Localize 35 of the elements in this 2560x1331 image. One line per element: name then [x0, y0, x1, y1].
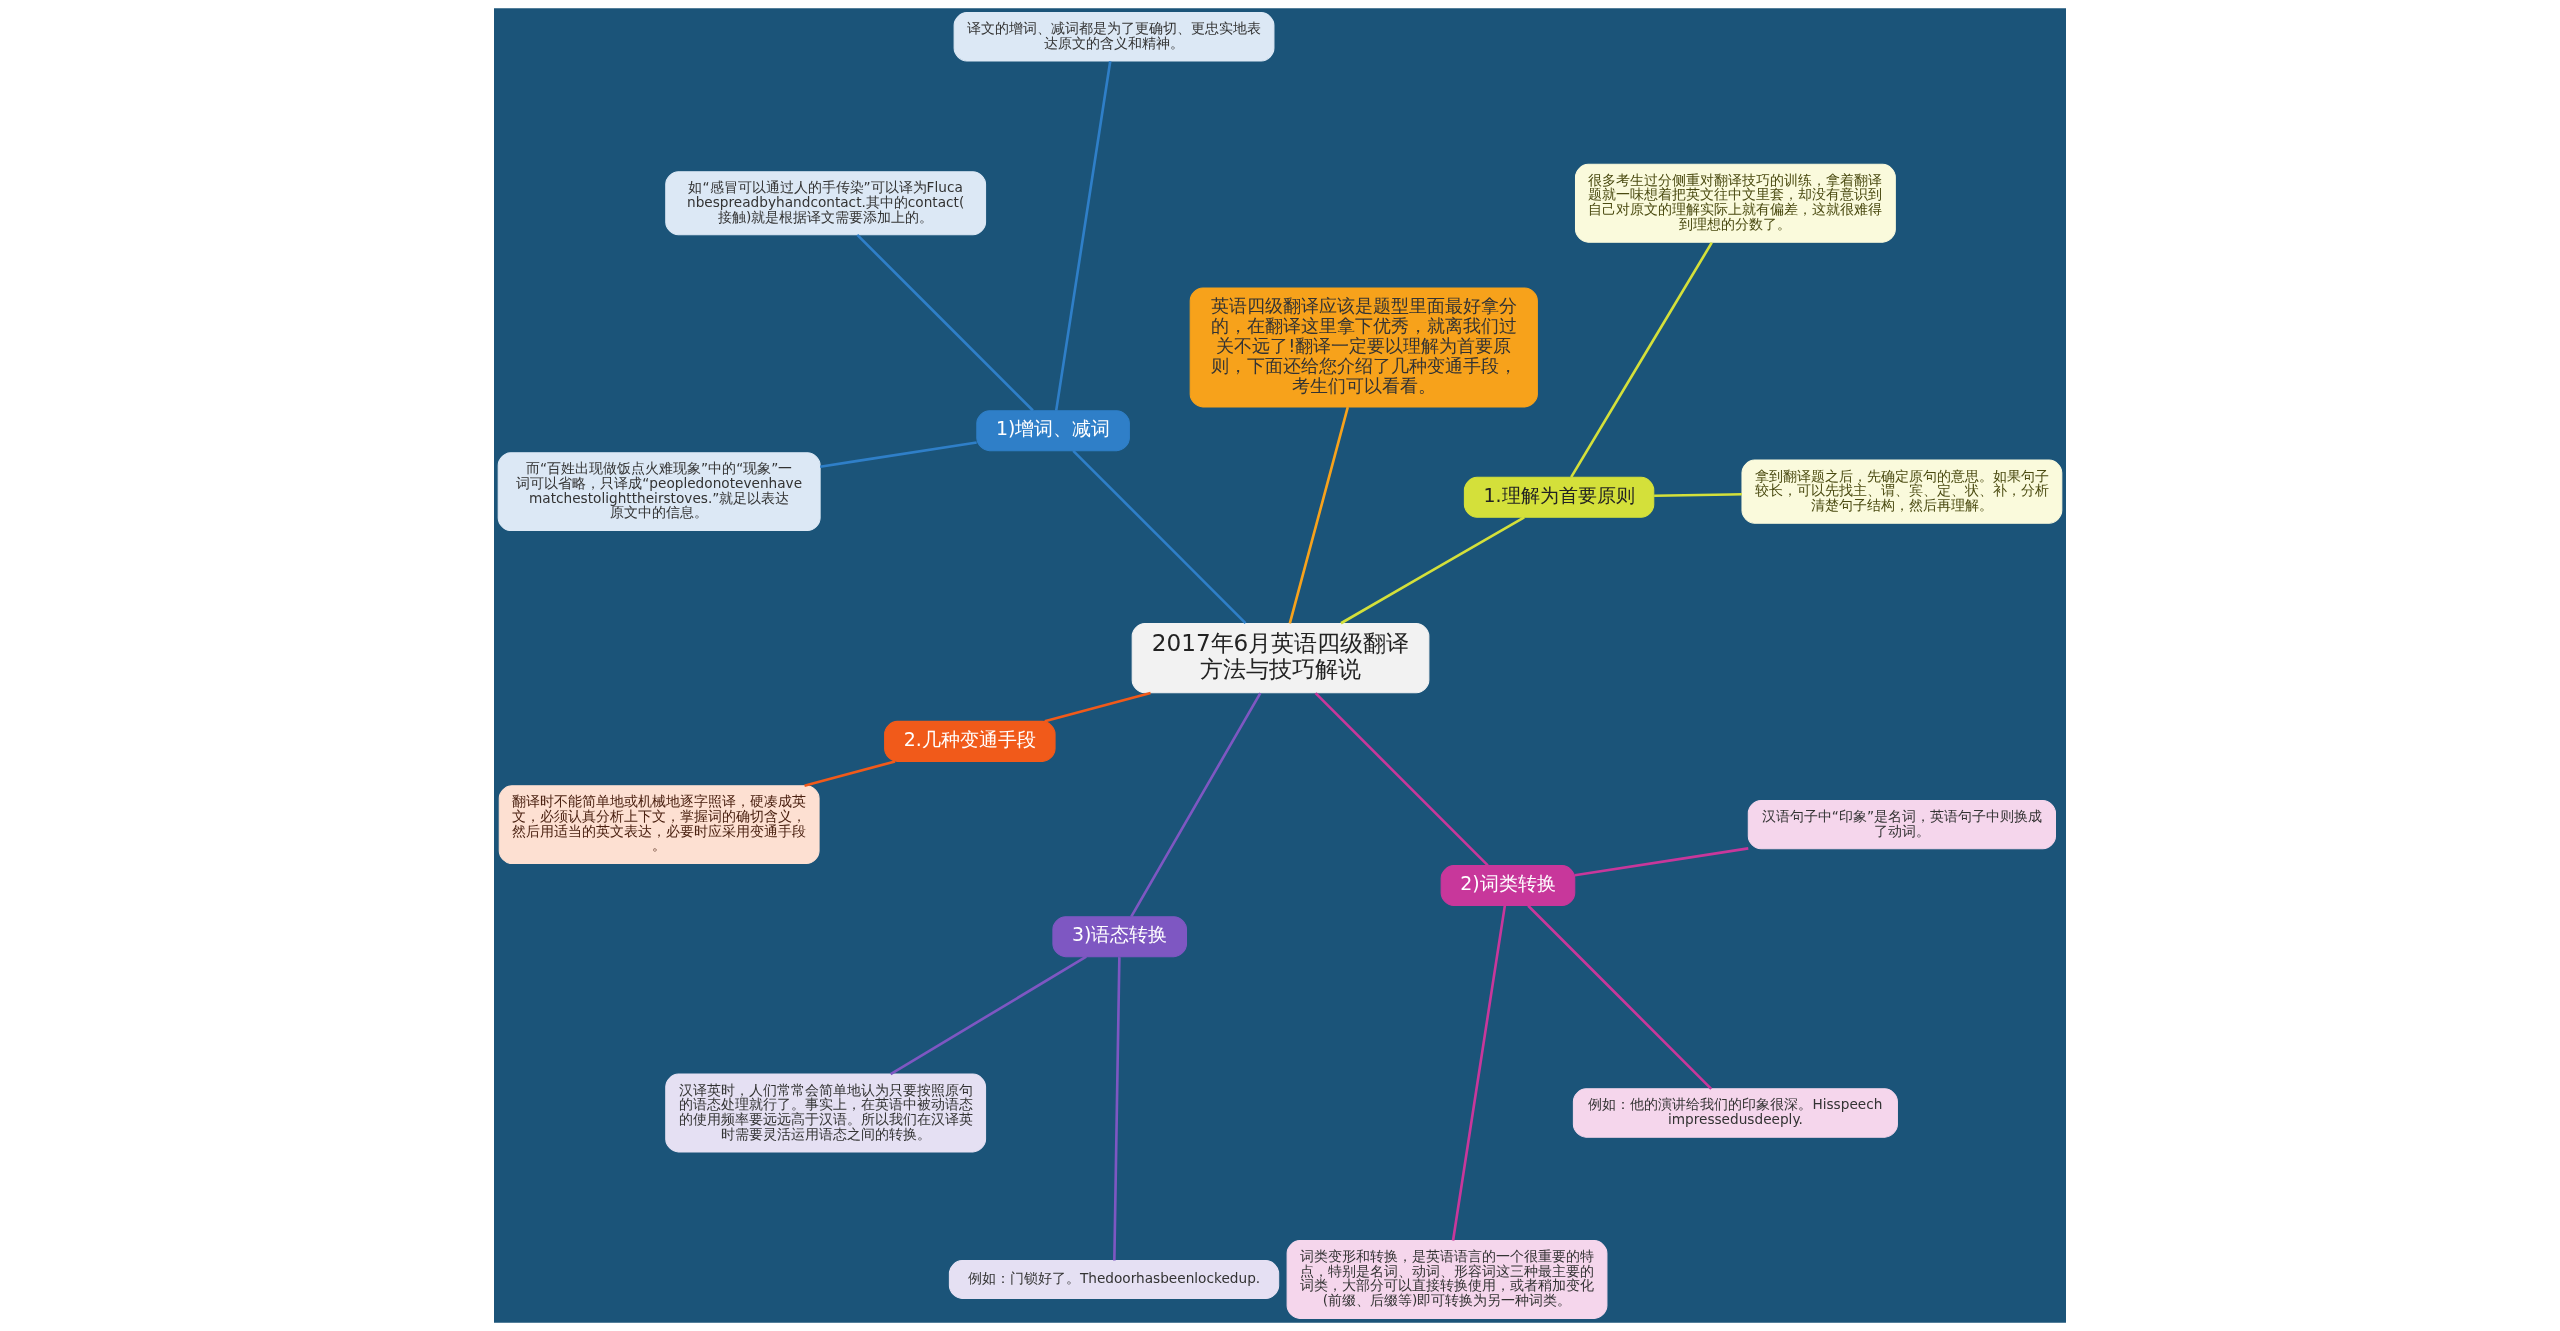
- connector: [1451, 905, 1507, 1241]
- node-box: 2)词类转换: [1440, 865, 1576, 907]
- node-box: 词类变形和转换，是英语语言的一个很重要的特点，特别是名词、动词、形容词这三种最主要的词类，大部分可以直接转换使用，或者稍加变化(前缀、后缀等)即可转换为另一种词类。: [1286, 1240, 1608, 1319]
- node-box: 例如：他的演讲给我们的印象很深。Hisspeechimpressedusdeeply.: [1572, 1088, 1898, 1138]
- node-box: 英语四级翻译应该是题型里面最好拿分的，在翻译这里拿下优秀，就离我们过关不远了!翻译一定要以理解为首要原则，下面还给您介绍了几种变通手段，考生们可以看看。: [1189, 287, 1538, 408]
- node-box: 1.理解为首要原则: [1463, 476, 1655, 518]
- node-box: 很多考生过分侧重对翻译技巧的训练，拿着翻译题就一味想着把英文往中文里套，却没有意识到自己对原文的理解实际上就有偏差，这就很难得到理想的分数了。: [1574, 163, 1896, 243]
- connector: [889, 955, 1087, 1076]
- connector: [856, 233, 1034, 412]
- node-box: 如“感冒可以通过人的手传染”可以译为Flucanbespreadbyhandcontact.其中的contact(接触)就是根据译文需要添加上的。: [665, 171, 987, 236]
- connector: [1130, 692, 1262, 918]
- connector: [1072, 449, 1247, 625]
- node-box: 汉语句子中“印象”是名词，英语句子中则换成了动词。: [1747, 799, 2056, 850]
- node-box: 拿到翻译题之后，先确定原句的意思。如果句子较长，可以先找主、谓、宾、定、状、补，分析清楚句子结构，然后再理解。: [1741, 459, 2063, 524]
- connector: [1054, 61, 1112, 411]
- node-box: 2.几种变通手段: [884, 720, 1056, 762]
- connector: [1527, 904, 1713, 1090]
- connector: [1044, 691, 1151, 723]
- node-box: 2017年6月英语四级翻译方法与技巧解说: [1131, 622, 1430, 694]
- node-box: 而“百姓出现做饭点火难现象”中的“现象”一词可以省略，只译成“peopledonotevenhavematchestolighttheirstoves.”就足以表达原文中的信息。: [497, 452, 821, 532]
- connector: [804, 760, 896, 787]
- node-box: 例如：门锁好了。Thedoorhasbeenlockedup.: [948, 1260, 1280, 1299]
- node-box: 译文的增词、减词都是为了更确切、更忠实地表达原文的含义和精神。: [953, 12, 1275, 62]
- node-box: 1)增词、减词: [976, 410, 1130, 452]
- node-box: 3)语态转换: [1052, 916, 1188, 958]
- connector: [1113, 957, 1121, 1261]
- connector: [1654, 492, 1742, 498]
- connector: [1340, 516, 1525, 625]
- connector: [1574, 847, 1749, 877]
- connector: [819, 441, 977, 469]
- node-box: 汉译英时，人们常常会简单地认为只要按照原句的语态处理就行了。事实上，在英语中被动语态的使用频率要远远高于汉语。所以我们在汉译英时需要灵活运用语态之间的转换。: [665, 1073, 987, 1153]
- connector: [1288, 406, 1350, 624]
- connector: [1314, 692, 1489, 867]
- node-box: 翻译时不能简单地或机械地逐字照译，硬凑成英文，必须认真分析上下文，掌握词的确切含义，然后用适当的英文表达，必要时应采用变通手段。: [498, 785, 820, 865]
- connector: [1570, 242, 1713, 478]
